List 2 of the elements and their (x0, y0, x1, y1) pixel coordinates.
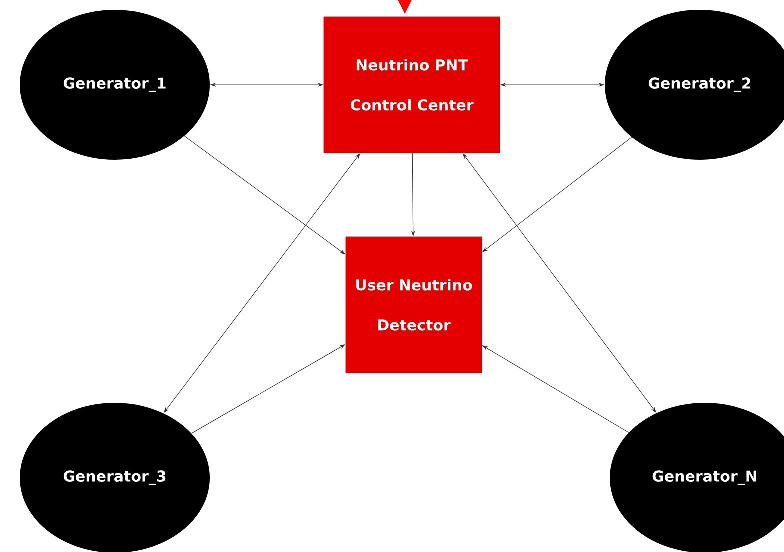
control-box: Neutrino PNT Control Center (324, 16, 500, 154)
detector-box: User Neutrino Detector (346, 236, 482, 374)
